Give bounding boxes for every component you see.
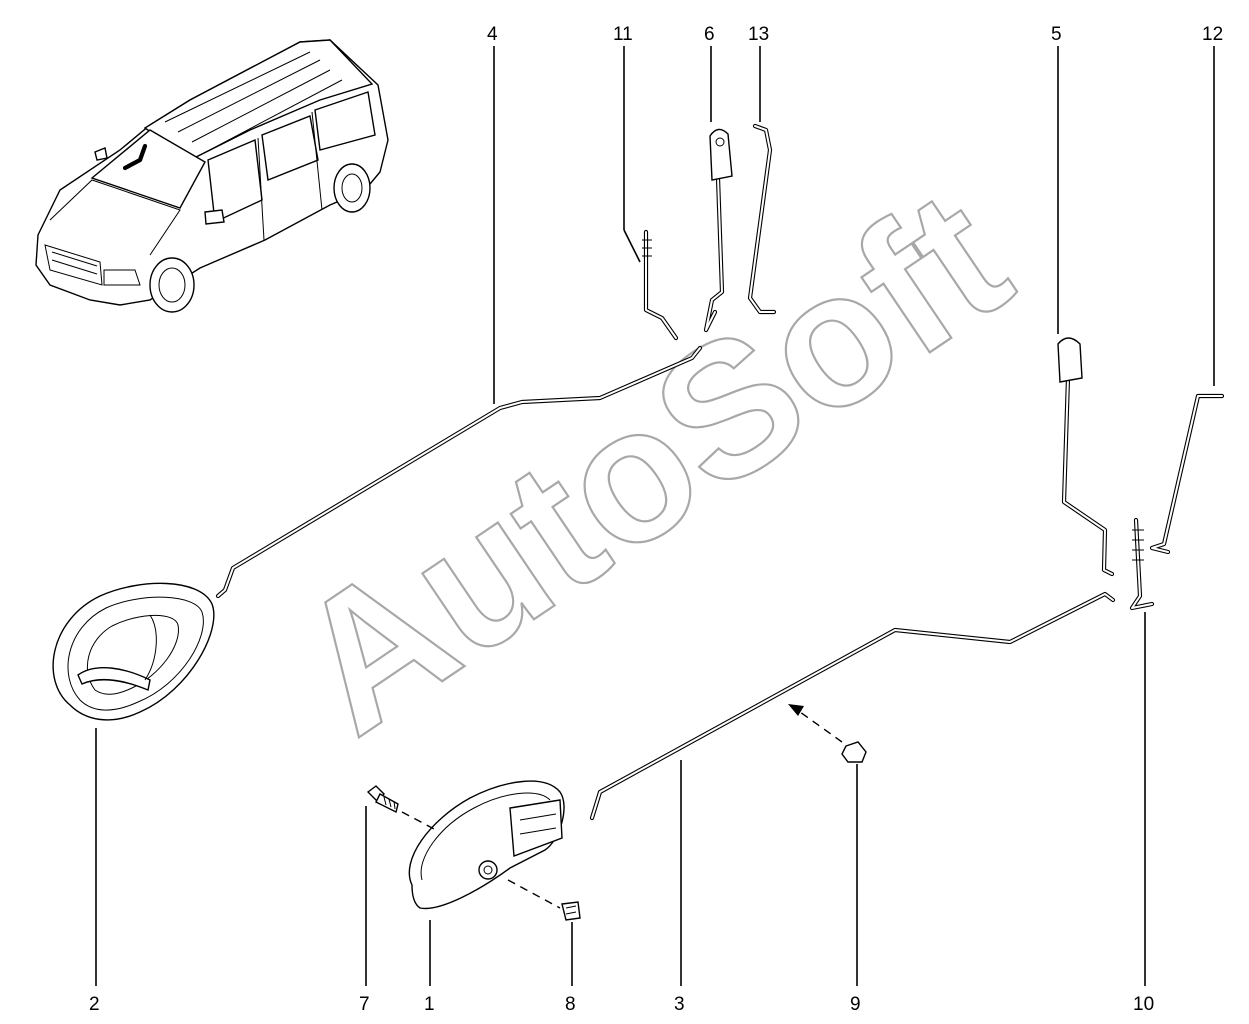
vehicle-reference-image bbox=[35, 39, 389, 313]
label-part-11: 11 bbox=[613, 24, 633, 45]
label-part-10: 10 bbox=[1133, 994, 1154, 1015]
clip-part-9 bbox=[788, 704, 867, 763]
label-part-5: 5 bbox=[1051, 24, 1062, 45]
screw-part-7 bbox=[366, 785, 437, 831]
leader-lines bbox=[95, 46, 1215, 986]
lock-knob-part-6 bbox=[703, 128, 733, 333]
door-handle-bezel-part-2 bbox=[52, 582, 215, 721]
rod-part-4 bbox=[215, 345, 703, 599]
label-part-9: 9 bbox=[850, 994, 861, 1015]
clip-part-8 bbox=[507, 879, 581, 921]
label-part-12: 12 bbox=[1202, 24, 1223, 45]
label-part-6: 6 bbox=[704, 24, 715, 45]
rod-part-3 bbox=[589, 591, 1116, 821]
rod-part-10 bbox=[1129, 517, 1155, 611]
label-part-4: 4 bbox=[487, 24, 498, 45]
label-part-13: 13 bbox=[748, 24, 769, 45]
rod-part-11 bbox=[642, 229, 679, 341]
label-part-8: 8 bbox=[565, 994, 576, 1015]
label-part-7: 7 bbox=[359, 994, 370, 1015]
part-number-labels: 4 11 6 13 5 12 2 7 1 8 3 9 10 bbox=[89, 24, 1223, 1015]
rod-part-13 bbox=[747, 123, 777, 315]
watermark-text: AutoSoft bbox=[259, 150, 1042, 774]
label-part-2: 2 bbox=[89, 994, 100, 1015]
door-handle-part-1 bbox=[408, 780, 565, 910]
label-part-3: 3 bbox=[674, 994, 685, 1015]
lock-knob-part-5 bbox=[1057, 337, 1115, 577]
label-part-1: 1 bbox=[424, 994, 435, 1015]
rod-part-12 bbox=[1149, 393, 1225, 555]
